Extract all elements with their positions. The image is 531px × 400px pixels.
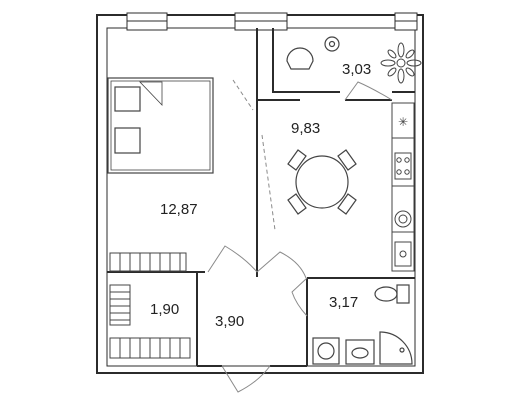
pillow bbox=[114, 127, 141, 154]
interior-walls bbox=[107, 28, 415, 367]
outer-walls bbox=[96, 14, 424, 374]
plant-icon bbox=[380, 42, 422, 84]
balcony-furniture bbox=[286, 36, 422, 84]
toilet bbox=[374, 284, 410, 304]
bathroom-fixtures bbox=[312, 284, 413, 365]
door-swings bbox=[207, 79, 393, 393]
armchair bbox=[286, 47, 314, 70]
chair bbox=[287, 149, 307, 171]
wardrobe bbox=[109, 252, 187, 272]
room-area-hallway: 3,90 bbox=[215, 313, 244, 330]
bathroom-washing-machine bbox=[312, 337, 340, 365]
chair bbox=[287, 193, 307, 215]
side-table bbox=[324, 36, 340, 52]
stove bbox=[394, 152, 412, 180]
room-area-kitchen-living: 9,83 bbox=[291, 120, 320, 137]
chair bbox=[337, 149, 357, 171]
chair bbox=[337, 193, 357, 215]
kitchen-counter: ✳ bbox=[391, 102, 415, 272]
room-area-storage: 1,90 bbox=[150, 301, 179, 318]
room-area-bathroom: 3,17 bbox=[329, 294, 358, 311]
bed bbox=[107, 77, 214, 174]
shower-tray bbox=[379, 331, 413, 365]
storage-shelves bbox=[109, 284, 191, 359]
fridge-icon: ✳ bbox=[398, 115, 408, 129]
washing-machine bbox=[394, 210, 412, 228]
bathroom-sink bbox=[345, 339, 375, 365]
room-area-bedroom: 12,87 bbox=[160, 201, 198, 218]
dining-table bbox=[287, 149, 357, 215]
room-area-balcony: 3,03 bbox=[342, 61, 371, 78]
pillow bbox=[114, 86, 141, 112]
kitchen-sink bbox=[394, 241, 412, 267]
windows bbox=[126, 12, 418, 31]
